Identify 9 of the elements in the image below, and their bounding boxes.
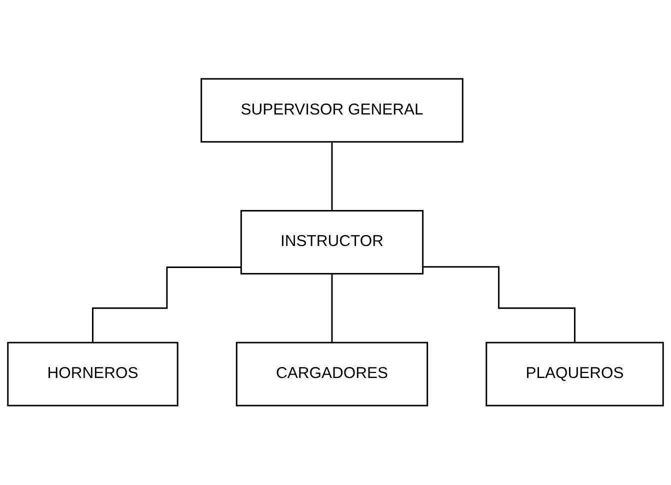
connector	[92, 266, 242, 344]
connector	[331, 141, 333, 212]
connector	[422, 266, 576, 344]
connector	[331, 273, 333, 344]
node-box: CARGADORES	[236, 342, 428, 407]
node-box: HORNEROS	[7, 342, 178, 407]
node-box: SUPERVISOR GENERAL	[200, 78, 464, 143]
node-box: PLAQUEROS	[486, 342, 664, 407]
node-box: INSTRUCTOR	[240, 210, 424, 275]
